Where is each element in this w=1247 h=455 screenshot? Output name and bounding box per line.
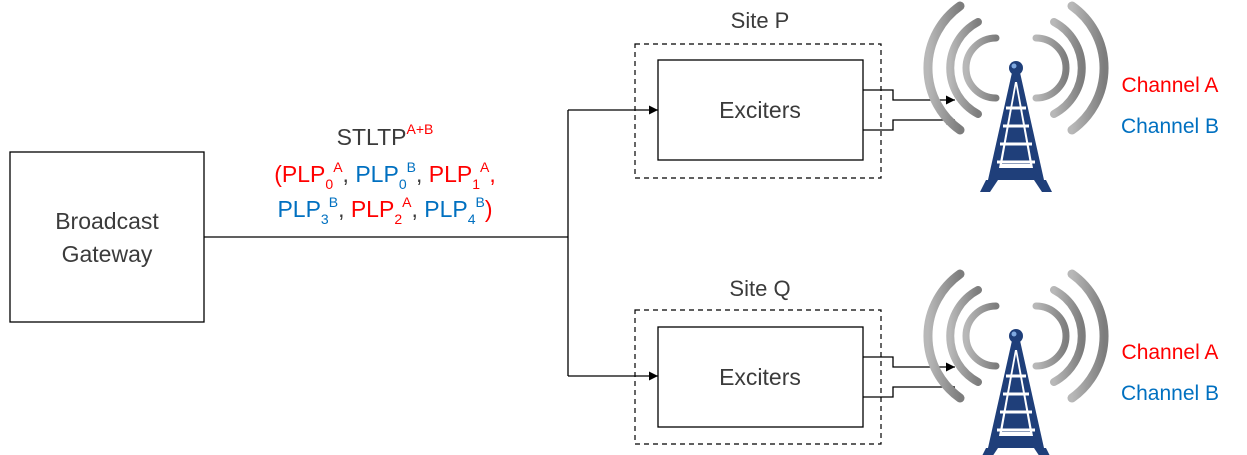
- site-q-exciters-box: [657, 326, 864, 428]
- plp-row-2: PLP3B, PLP2A, PLP4B): [277, 194, 492, 227]
- site-p-output-b: [863, 115, 955, 131]
- site-p-output-a: [863, 89, 955, 105]
- site-q-output-a: [863, 356, 955, 372]
- close-paren: ): [485, 196, 493, 222]
- site-p-boundary: [634, 43, 882, 179]
- gateway-label-line1: Broadcast: [55, 208, 159, 234]
- site-q-channel-a: Channel A: [1122, 341, 1219, 364]
- open-paren: (: [274, 161, 282, 187]
- site-p-channel-b: Channel B: [1121, 115, 1219, 138]
- gateway-box: [9, 151, 205, 323]
- plp-row-1: (PLP0A, PLP0B, PLP1A,: [274, 159, 496, 192]
- transmitter-tower-icon: [928, 6, 1104, 192]
- stltp-label: STLTPA+B: [337, 121, 434, 150]
- gateway-label-line2: Gateway: [62, 241, 153, 267]
- site-q-title: Site Q: [729, 276, 790, 301]
- site-p-channel-a: Channel A: [1122, 74, 1219, 97]
- site-p-title: Site P: [731, 8, 790, 33]
- site-q-boundary: [634, 309, 882, 445]
- site-p-exciters-box: [657, 59, 864, 161]
- site-p-exciters-label: Exciters: [719, 97, 801, 123]
- site-q-channel-b: Channel B: [1121, 382, 1219, 405]
- site-q-exciters-label: Exciters: [719, 364, 801, 390]
- site-q-output-b: [863, 382, 955, 398]
- transmitter-tower-icon: [928, 274, 1104, 455]
